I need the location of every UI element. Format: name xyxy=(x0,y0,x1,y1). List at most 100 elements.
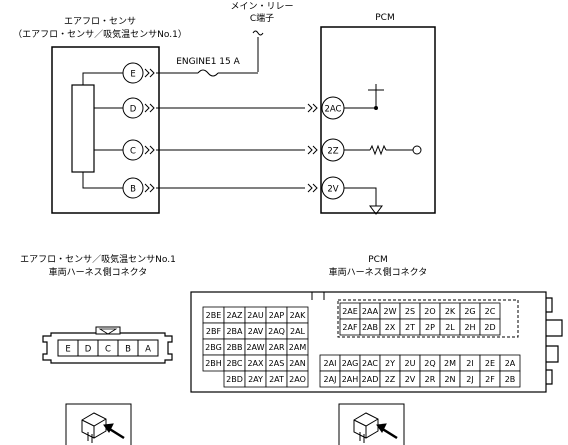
svg-text:2G: 2G xyxy=(464,307,475,316)
pcm-terminal-cell: 2AL xyxy=(286,322,309,340)
sensor-pin-c: C xyxy=(122,139,144,161)
relay-label-line1: メイン・リレー xyxy=(230,2,293,12)
svg-text:2D: 2D xyxy=(484,323,495,332)
pcm-connector-caption-1: PCM xyxy=(368,255,387,265)
svg-text:2AK: 2AK xyxy=(290,311,307,320)
svg-text:2BF: 2BF xyxy=(206,327,222,336)
pcm-pin-2v: 2V xyxy=(321,176,345,200)
svg-text:2J: 2J xyxy=(466,375,473,384)
pcm-terminal-cell: 2X xyxy=(379,318,401,336)
sensor-connector-caption-1: エアフロ・センサ／吸気温センサNo.1 xyxy=(20,253,176,265)
pcm-terminal-cell: 2P xyxy=(419,318,441,336)
svg-text:2Q: 2Q xyxy=(424,359,435,368)
svg-text:2AU: 2AU xyxy=(247,311,264,320)
sensor-harness-connector: E D C B A xyxy=(42,326,173,364)
pcm-terminal-cell: 2AB xyxy=(359,318,381,336)
svg-text:2C: 2C xyxy=(485,307,496,316)
svg-text:2AL: 2AL xyxy=(290,327,306,336)
relay-label-line2: C端子 xyxy=(250,12,274,24)
svg-text:2AB: 2AB xyxy=(362,323,378,332)
svg-text:C: C xyxy=(130,147,136,157)
svg-text:2A: 2A xyxy=(505,359,516,368)
pcm-terminal-cell: 2BE xyxy=(202,306,225,324)
pcm-terminal-cell: 2S xyxy=(399,302,421,320)
svg-text:2AM: 2AM xyxy=(289,343,307,352)
svg-text:D: D xyxy=(130,105,137,115)
pcm-terminal-cell: 2BA xyxy=(223,322,246,340)
svg-text:2BC: 2BC xyxy=(226,359,242,368)
pcm-terminal-cell: 2T xyxy=(399,318,421,336)
pcm-box xyxy=(320,26,436,214)
svg-text:2AR: 2AR xyxy=(268,343,285,352)
pcm-terminal-cell: 2AY xyxy=(244,370,267,388)
pcm-title: PCM xyxy=(375,13,394,23)
sensor-pin-b: B xyxy=(122,177,144,199)
pcm-terminal-cell: 2AV xyxy=(244,322,267,340)
sensor-title: エアフロ・センサ xyxy=(64,16,136,27)
pcm-terminal-cell: 2K xyxy=(439,302,461,320)
sensor-connector-caption-2: 車両ハーネス側コネクタ xyxy=(49,266,148,278)
pcm-terminal-cell: 2Y xyxy=(379,354,401,372)
svg-text:2L: 2L xyxy=(445,323,455,332)
pcm-terminal-cell: 2C xyxy=(479,302,501,320)
pcm-terminal-cell: 2J xyxy=(459,370,481,388)
svg-text:2AX: 2AX xyxy=(247,359,264,368)
svg-text:2Y: 2Y xyxy=(385,359,395,368)
svg-text:2AD: 2AD xyxy=(362,375,379,384)
svg-text:2BA: 2BA xyxy=(226,327,243,336)
pcm-terminal-cell: 2Z xyxy=(379,370,401,388)
svg-text:2N: 2N xyxy=(444,375,455,384)
svg-text:2U: 2U xyxy=(405,359,416,368)
svg-text:2H: 2H xyxy=(464,323,475,332)
pcm-terminal-cell: 2L xyxy=(439,318,461,336)
svg-text:2AY: 2AY xyxy=(248,375,263,384)
sensor-element xyxy=(71,84,95,173)
pcm-terminal-cell: 2F xyxy=(479,370,501,388)
svg-text:2BH: 2BH xyxy=(205,359,222,368)
svg-text:2M: 2M xyxy=(444,359,456,368)
pcm-terminal-cell: 2AO xyxy=(286,370,309,388)
svg-text:2K: 2K xyxy=(445,307,456,316)
svg-text:2BB: 2BB xyxy=(226,343,242,352)
pcm-terminal-cell: 2AQ xyxy=(265,322,288,340)
sensor-pin-d: D xyxy=(122,97,144,119)
pcm-terminal-cell: 2AR xyxy=(265,338,288,356)
svg-text:2W: 2W xyxy=(384,307,397,316)
pcm-terminal-cell: 2BG xyxy=(202,338,225,356)
pcm-terminal-cell: 2AC xyxy=(359,354,381,372)
pcm-terminal-cell: 2V xyxy=(399,370,421,388)
pcm-pin-2z: 2Z xyxy=(321,138,345,162)
svg-text:2AI: 2AI xyxy=(324,359,337,368)
svg-text:2AC: 2AC xyxy=(324,105,341,115)
svg-text:2AG: 2AG xyxy=(342,359,359,368)
pcm-terminal-cell: 2AD xyxy=(359,370,381,388)
fuse-label: ENGINE1 15 A xyxy=(176,57,240,67)
svg-text:2AE: 2AE xyxy=(342,307,358,316)
svg-text:E: E xyxy=(130,70,135,80)
svg-text:2F: 2F xyxy=(485,375,495,384)
pcm-terminal-cell: 2AN xyxy=(286,354,309,372)
pcm-pin-2ac: 2AC xyxy=(321,96,345,120)
svg-text:2AW: 2AW xyxy=(246,343,264,352)
pcm-terminal-cell: 2AA xyxy=(359,302,381,320)
pcm-terminal-cell: 2AE xyxy=(339,302,361,320)
pcm-connector-caption-2: 車両ハーネス側コネクタ xyxy=(329,266,428,278)
svg-text:2AV: 2AV xyxy=(248,327,264,336)
sensor-internal-wire-b xyxy=(82,172,123,189)
svg-text:2BE: 2BE xyxy=(206,311,222,320)
sensor-pin-e: E xyxy=(122,62,144,84)
pcm-terminal-cell: 2R xyxy=(419,370,441,388)
pcm-terminal-cell: 2AP xyxy=(265,306,288,324)
pcm-internal-circuit xyxy=(344,84,413,215)
sensor-connector-pin: D xyxy=(85,345,92,355)
sensor-internal-wire-e xyxy=(82,72,123,85)
pcm-terminal-cell: 2AS xyxy=(265,354,288,372)
pcm-terminal-cell: 2BH xyxy=(202,354,225,372)
svg-text:2AH: 2AH xyxy=(342,375,359,384)
svg-text:2AN: 2AN xyxy=(289,359,306,368)
sensor-subtitle: （エアフロ・センサ／吸気温センサNo.1） xyxy=(13,28,187,40)
pcm-junction-dot xyxy=(374,106,378,110)
svg-text:2V: 2V xyxy=(405,375,416,384)
pcm-terminal-cell: 2AH xyxy=(339,370,361,388)
